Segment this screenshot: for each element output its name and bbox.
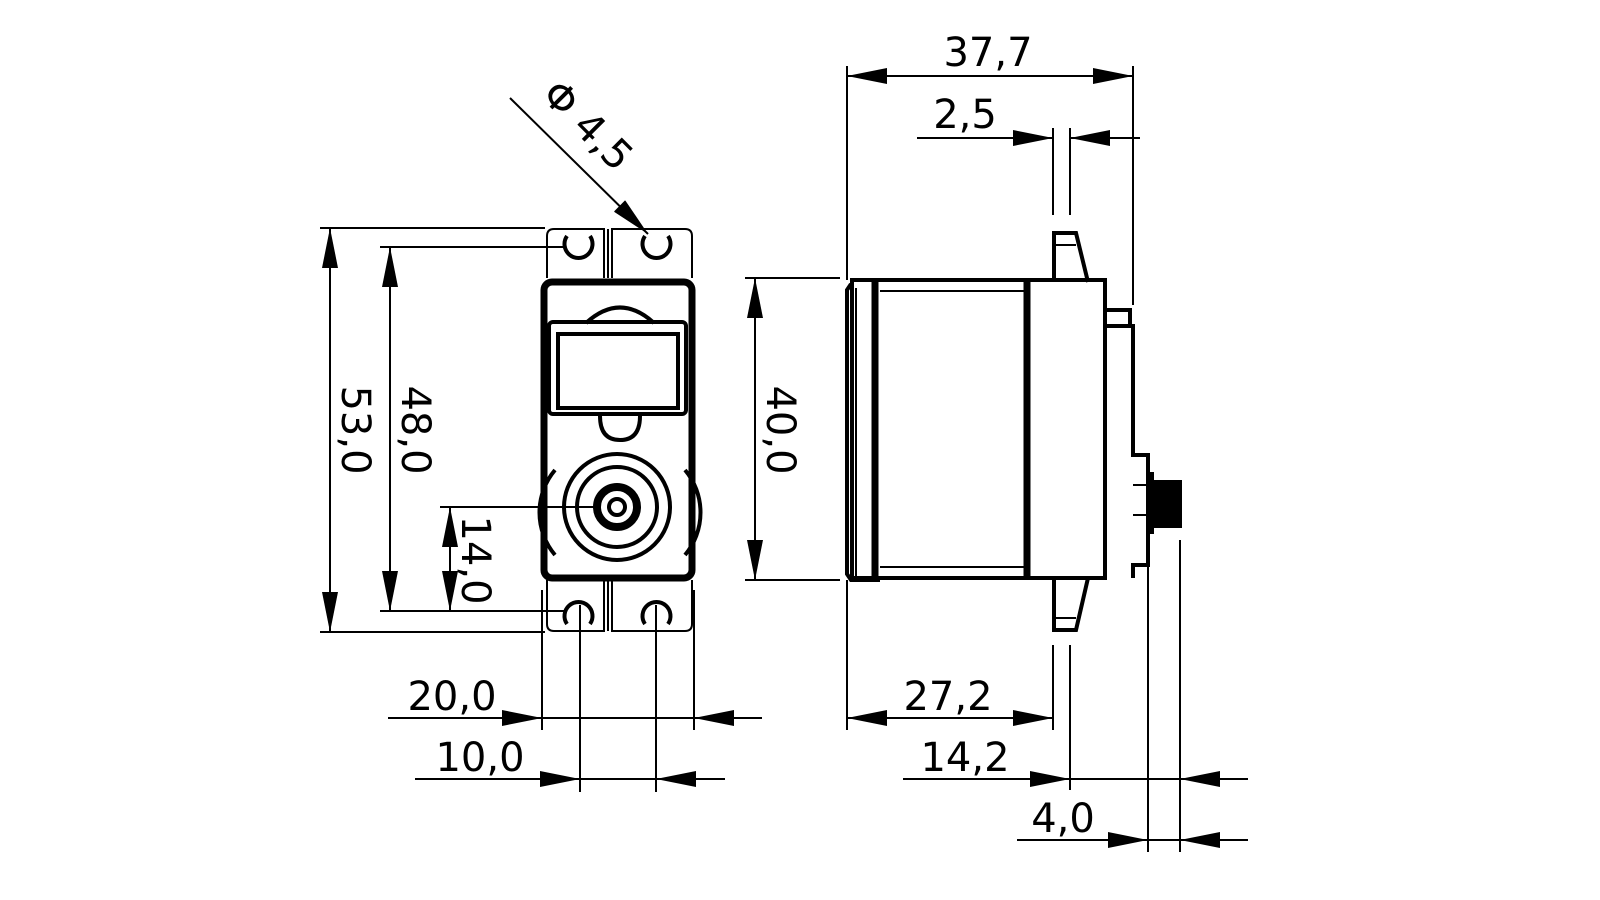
dim-body-height: 40,0 <box>757 385 803 474</box>
dim-body-to-flange: 27,2 <box>903 674 992 720</box>
mount-hole <box>562 234 595 260</box>
dim-spline-length: 4,0 <box>1031 796 1095 842</box>
mount-hole <box>640 234 673 260</box>
side-view <box>845 231 1182 632</box>
mount-hole <box>562 600 595 626</box>
flange-tab-top <box>1052 231 1090 283</box>
notch <box>598 415 642 443</box>
spline-shaft <box>1150 480 1182 528</box>
top-flange <box>546 228 693 278</box>
dim-body-width: 20,0 <box>407 674 496 720</box>
side-dimensions: 37,7 2,5 40,0 27,2 14,2 4,0 <box>745 30 1248 852</box>
dim-shaft-to-hole: 14,0 <box>452 515 498 604</box>
bottom-flange <box>546 580 693 632</box>
dim-overall-length: 37,7 <box>943 30 1032 76</box>
front-view <box>537 228 703 632</box>
servo-body-side <box>850 278 1107 580</box>
output-shaft <box>593 483 641 531</box>
servo-body-front <box>540 278 696 582</box>
label-window <box>556 332 680 410</box>
output-boss <box>1131 420 1150 578</box>
dim-hole-spacing-vertical: 48,0 <box>392 385 438 474</box>
top-arc <box>584 305 656 325</box>
shaft-bore <box>607 497 627 517</box>
dim-flange-thickness: 2,5 <box>933 92 997 138</box>
dim-hole-diameter: Φ 4,5 <box>533 71 642 180</box>
label-frame <box>547 320 688 416</box>
mount-hole <box>640 600 673 626</box>
dim-flange-to-shaft-end: 14,2 <box>920 735 1009 781</box>
flange-tab-bottom <box>1052 577 1090 632</box>
hole-leader <box>509 97 649 235</box>
dim-hole-spacing-horizontal: 10,0 <box>435 735 524 781</box>
dim-overall-height: 53,0 <box>332 385 378 474</box>
